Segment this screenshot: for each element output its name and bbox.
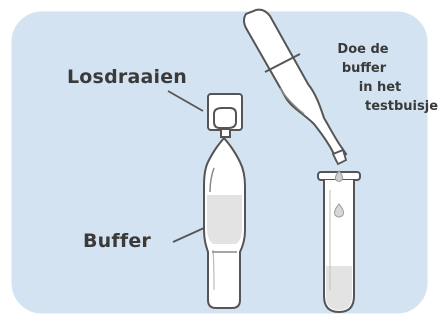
instruction-text: Doe de buffer in het testbuisje — [303, 40, 423, 116]
instruction-line: in het — [337, 78, 423, 97]
label-open: Losdraaien — [67, 66, 187, 88]
instruction-line: Doe de — [303, 40, 423, 59]
twist-cap-icon — [208, 94, 242, 130]
instruction-line: buffer — [305, 59, 423, 78]
instruction-line: testbuisje — [365, 97, 423, 116]
buffer-liquid — [207, 195, 242, 244]
label-buffer: Buffer — [83, 230, 151, 252]
buffer-vial-icon — [204, 94, 245, 308]
test-tube-icon — [318, 171, 360, 312]
